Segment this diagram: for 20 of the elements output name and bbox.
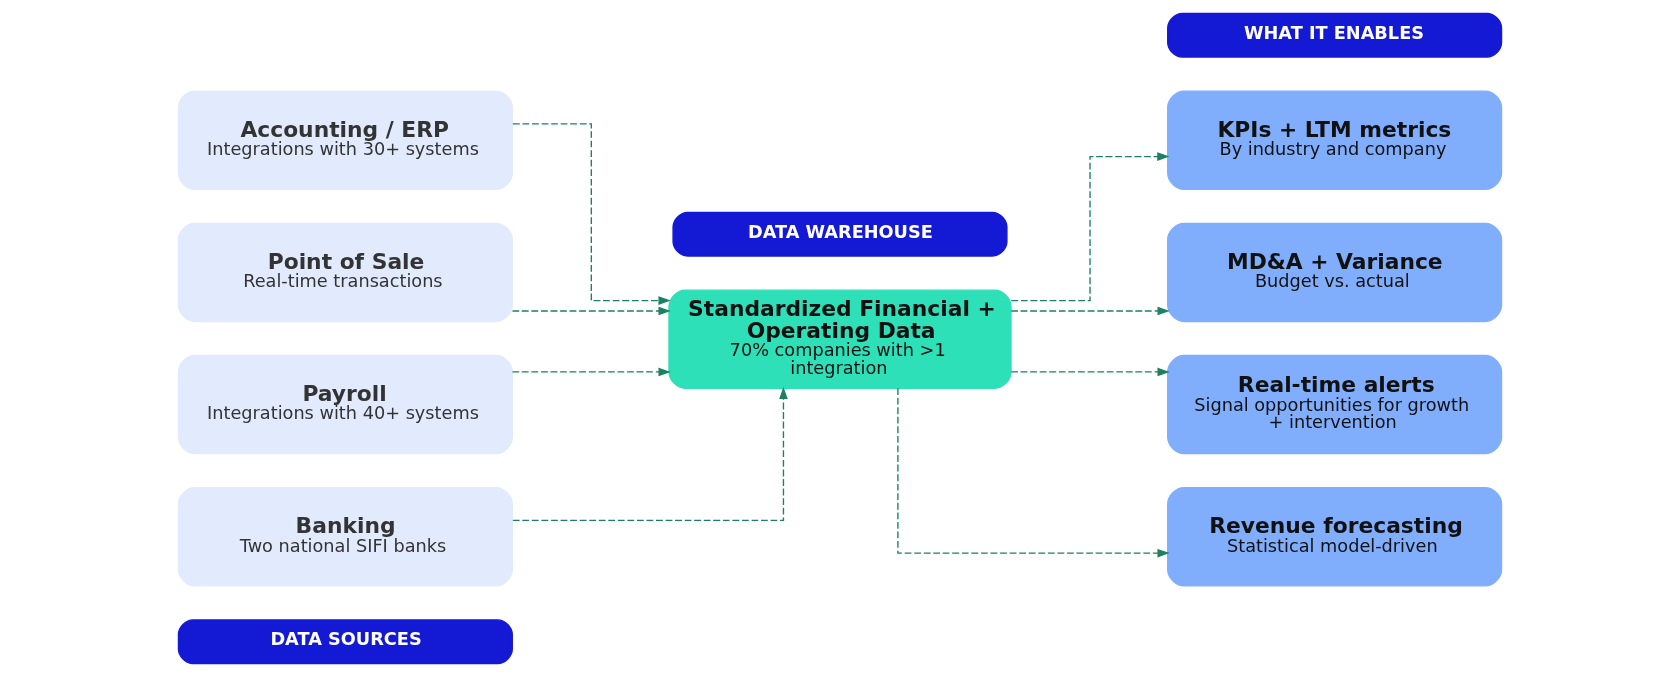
- node-box: Accounting / ERP Integrations with 30+ systems: [177, 90, 513, 190]
- arrow: [1010, 152, 1169, 302]
- node-box: Payroll Integrations with 40+ systems: [177, 354, 513, 455]
- node-box: Revenue forecasting Statistical model-driven: [1166, 487, 1502, 587]
- node-box: DATA SOURCES: [177, 619, 513, 665]
- arrow: [511, 367, 671, 377]
- node-box: KPIs + LTM metrics By industry and company: [1166, 90, 1502, 190]
- node-box: Banking Two national SIFI banks: [177, 487, 513, 587]
- arrow: [511, 306, 671, 316]
- node-box: MD&A + Variance Budget vs. actual: [1166, 222, 1502, 323]
- arrow: [1010, 306, 1170, 316]
- arrow: [1010, 367, 1170, 377]
- node-box: Point of Sale Real-time transactions: [177, 222, 513, 323]
- arrow: [511, 386, 788, 522]
- arrow: [896, 387, 1170, 558]
- arrow: [511, 123, 671, 305]
- node-box: Real-time alerts Signal opportunities for growth + intervention: [1166, 354, 1502, 455]
- node-box: DATA WAREHOUSE: [671, 211, 1008, 257]
- node-box: Standardized Financial + Operating Data 70% companies with >1 integration: [667, 289, 1012, 389]
- node-box: WHAT IT ENABLES: [1166, 12, 1502, 58]
